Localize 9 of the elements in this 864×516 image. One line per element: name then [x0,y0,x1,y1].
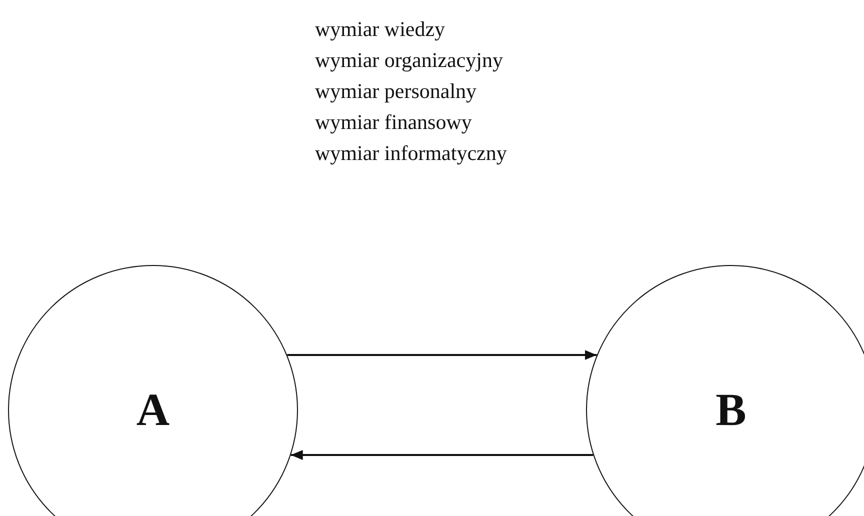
dimension-label: wymiar wiedzy [315,16,446,43]
node-letter: B [716,387,746,433]
dimension-label: wymiar finansowy [315,109,473,136]
dimension-label: wymiar informatyczny [315,140,507,167]
arrow [287,350,597,360]
arrow [290,450,594,460]
dimension-label: wymiar personalny [315,78,478,105]
node-letter: A [136,387,170,433]
dimension-label: wymiar organizacyjny [315,47,504,74]
